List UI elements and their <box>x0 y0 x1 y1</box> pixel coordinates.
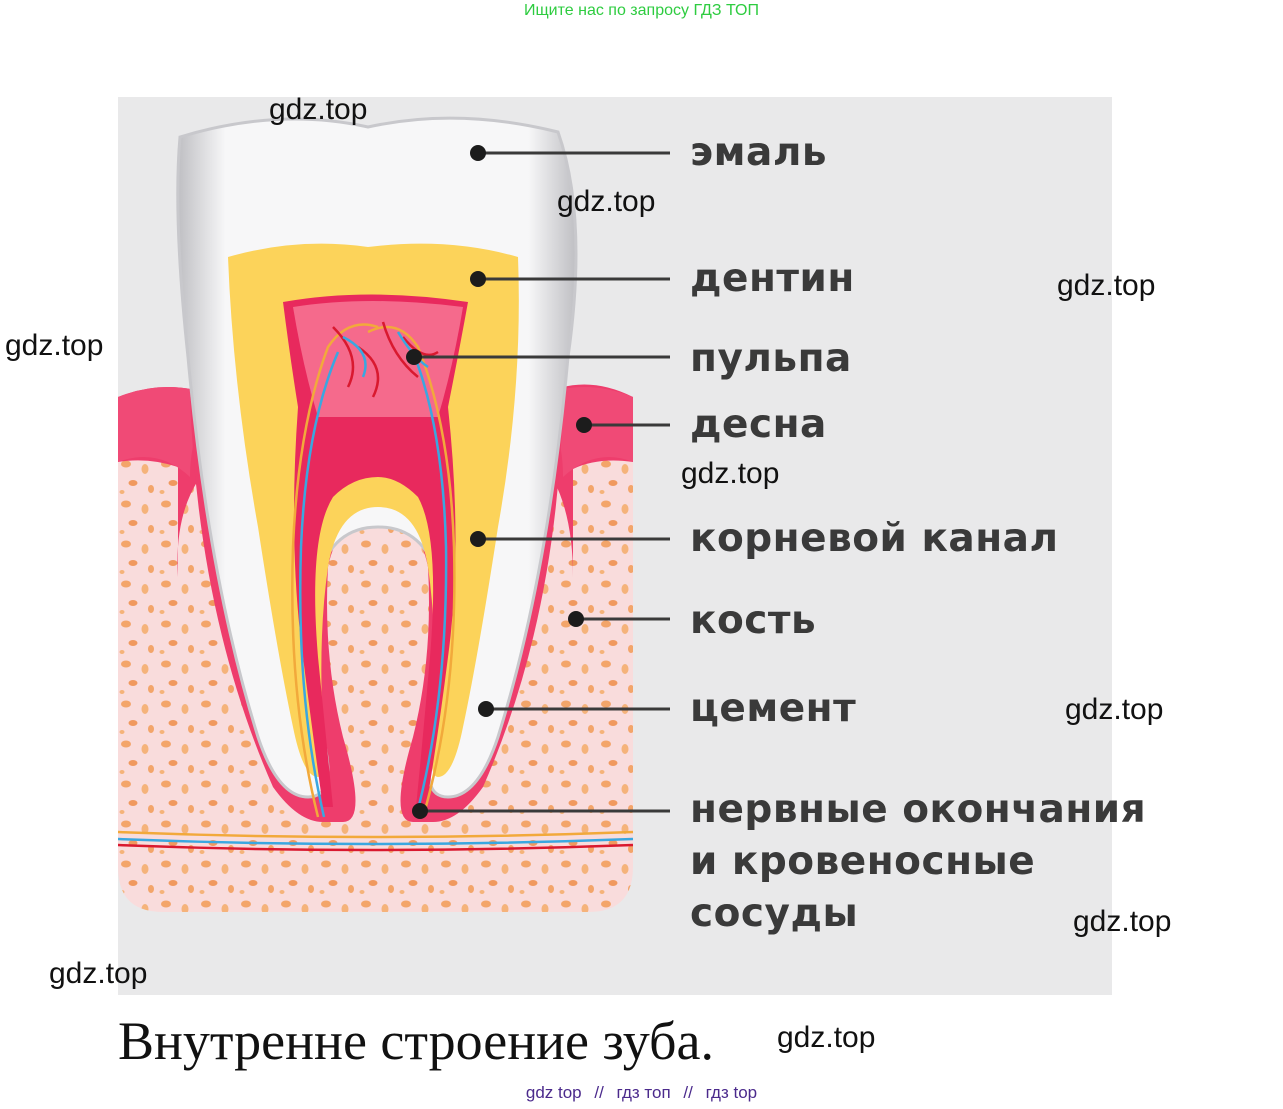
footer-link-3[interactable]: гдз top <box>705 1083 758 1102</box>
vessels <box>118 321 634 852</box>
watermark: gdz.top <box>1057 269 1156 302</box>
label-gum: десна <box>690 402 827 447</box>
tooth-diagram <box>118 97 1112 995</box>
label-enamel: эмаль <box>690 130 828 175</box>
label-cement: цемент <box>690 686 857 731</box>
footer-link-2[interactable]: гдз топ <box>616 1083 671 1102</box>
pulp <box>283 294 468 807</box>
label-nerves-line1: нервные окончания <box>690 787 1147 832</box>
label-bone: кость <box>690 598 817 643</box>
pointer-lines <box>414 151 670 813</box>
watermark: gdz.top <box>49 957 148 990</box>
watermark: gdz.top <box>681 457 780 490</box>
figure-caption: Внутренне строение зуба. <box>118 1011 714 1071</box>
label-nerves-line3: сосуды <box>690 891 859 936</box>
watermark: gdz.top <box>1073 905 1172 938</box>
watermark: gdz.top <box>1065 693 1164 726</box>
label-dentin: дентин <box>690 256 855 301</box>
watermark: gdz.top <box>5 329 104 362</box>
watermark: gdz.top <box>557 185 656 218</box>
watermark: gdz.top <box>269 93 368 126</box>
tooth-illustration <box>118 116 670 912</box>
footer-separator: // <box>683 1083 693 1102</box>
label-nerves-line2: и кровеносные <box>690 839 1036 884</box>
footer-separator: // <box>594 1083 604 1102</box>
pointer-dots <box>406 145 592 819</box>
label-nerves-vessels: нервные окончания и кровеносные сосуды <box>690 784 1146 940</box>
label-pulp: пульпа <box>690 336 852 381</box>
search-banner: Ищите нас по запросу ГДЗ ТОП <box>524 2 759 19</box>
label-root-canal: корневой канал <box>690 516 1059 561</box>
footer-links: gdz top // гдз топ // гдз top <box>0 1083 1283 1103</box>
watermark: gdz.top <box>777 1021 876 1054</box>
footer-link-1[interactable]: gdz top <box>525 1083 582 1102</box>
